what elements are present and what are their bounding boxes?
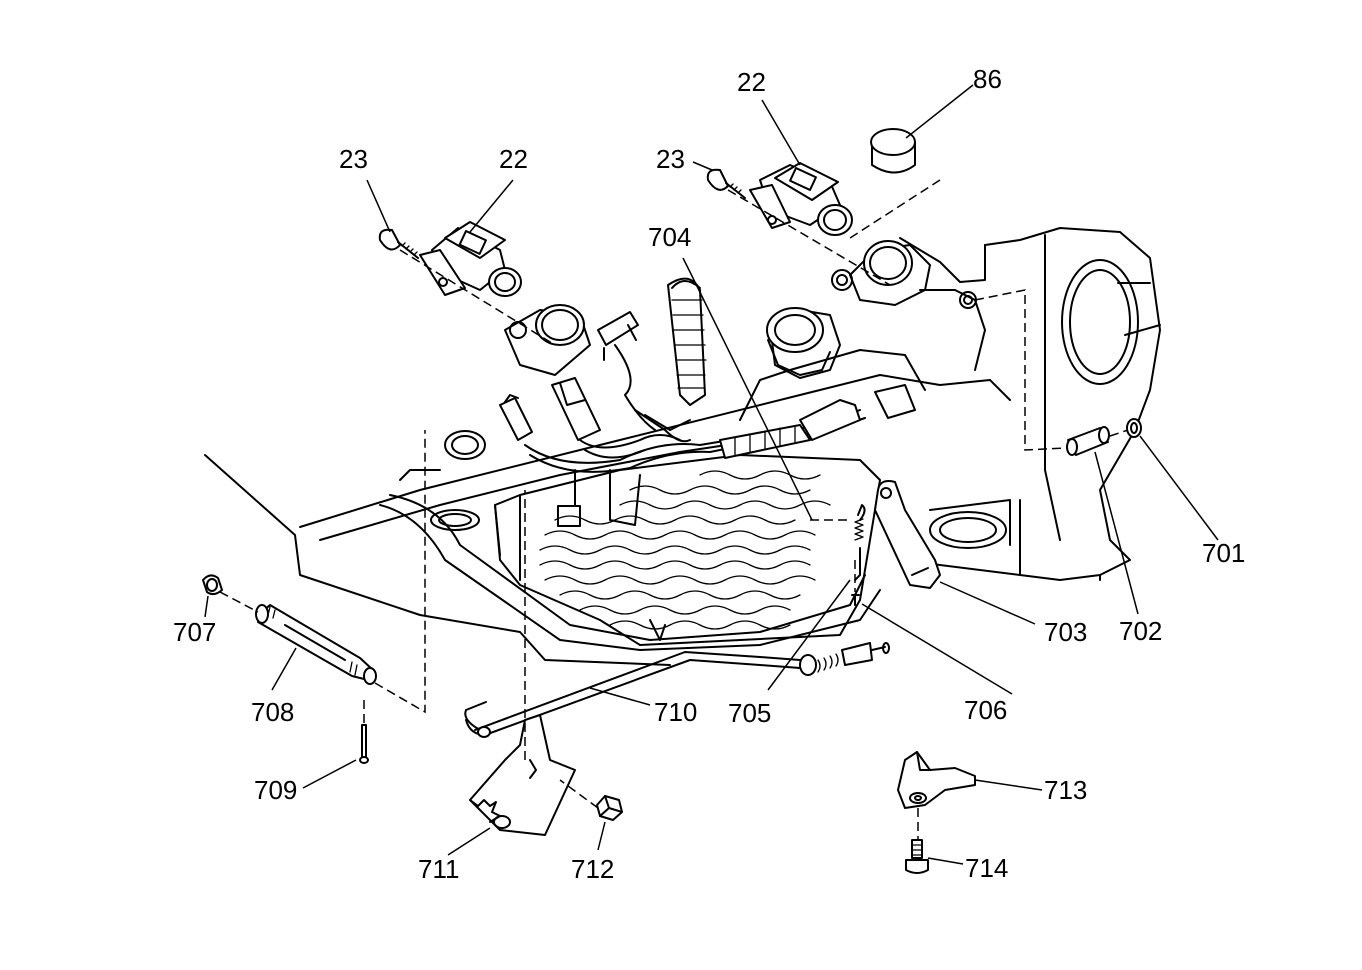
callout-704: 704 — [648, 222, 691, 252]
callout-709: 709 — [254, 775, 297, 805]
callout-707: 707 — [173, 617, 216, 647]
bolt-714 — [905, 839, 929, 874]
spring-705 — [854, 504, 866, 581]
park-rod-710 — [464, 642, 890, 736]
callout-705: 705 — [728, 698, 771, 728]
bolt-23-right — [706, 168, 746, 199]
valve-body — [494, 454, 881, 646]
callout-701: 701 — [1202, 538, 1245, 568]
seal-707 — [202, 574, 223, 596]
callout-708: 708 — [251, 697, 294, 727]
callout-711: 711 — [418, 854, 459, 884]
solenoid-22-right — [749, 162, 853, 236]
seal-701 — [1126, 418, 1142, 438]
callout-22-left: 22 — [499, 144, 528, 174]
callout-706: 706 — [964, 695, 1007, 725]
callouts: 23 22 23 22 86 704 701 702 703 706 705 7… — [173, 64, 1245, 884]
bracket-711 — [469, 714, 576, 836]
callout-703: 703 — [1044, 617, 1087, 647]
callout-713: 713 — [1044, 775, 1087, 805]
transmission-case — [204, 227, 1161, 666]
solenoid-22-left — [419, 221, 522, 297]
shaft-708 — [255, 604, 377, 685]
left-solenoid-bore — [504, 304, 591, 376]
bracket-713 — [897, 751, 976, 809]
assembly-lines — [219, 179, 1129, 840]
callout-22-right: 22 — [737, 67, 766, 97]
right-solenoid-bore — [766, 240, 977, 379]
callout-710: 710 — [654, 697, 697, 727]
callout-23-right: 23 — [656, 144, 685, 174]
wire-harness — [499, 277, 916, 473]
detent-lever-703 — [874, 480, 941, 589]
leader-lines — [204, 84, 1219, 865]
pin-702 — [1066, 426, 1110, 456]
bolt-706 — [851, 594, 860, 606]
bolt-23-left — [378, 228, 419, 259]
callout-714: 714 — [965, 853, 1008, 883]
callout-23-left: 23 — [339, 144, 368, 174]
pin-709 — [359, 724, 369, 764]
nut-712 — [596, 795, 623, 821]
callout-712: 712 — [571, 854, 614, 884]
filter-cap-86 — [870, 128, 916, 174]
callout-702: 702 — [1119, 616, 1162, 646]
callout-86: 86 — [973, 64, 1002, 94]
